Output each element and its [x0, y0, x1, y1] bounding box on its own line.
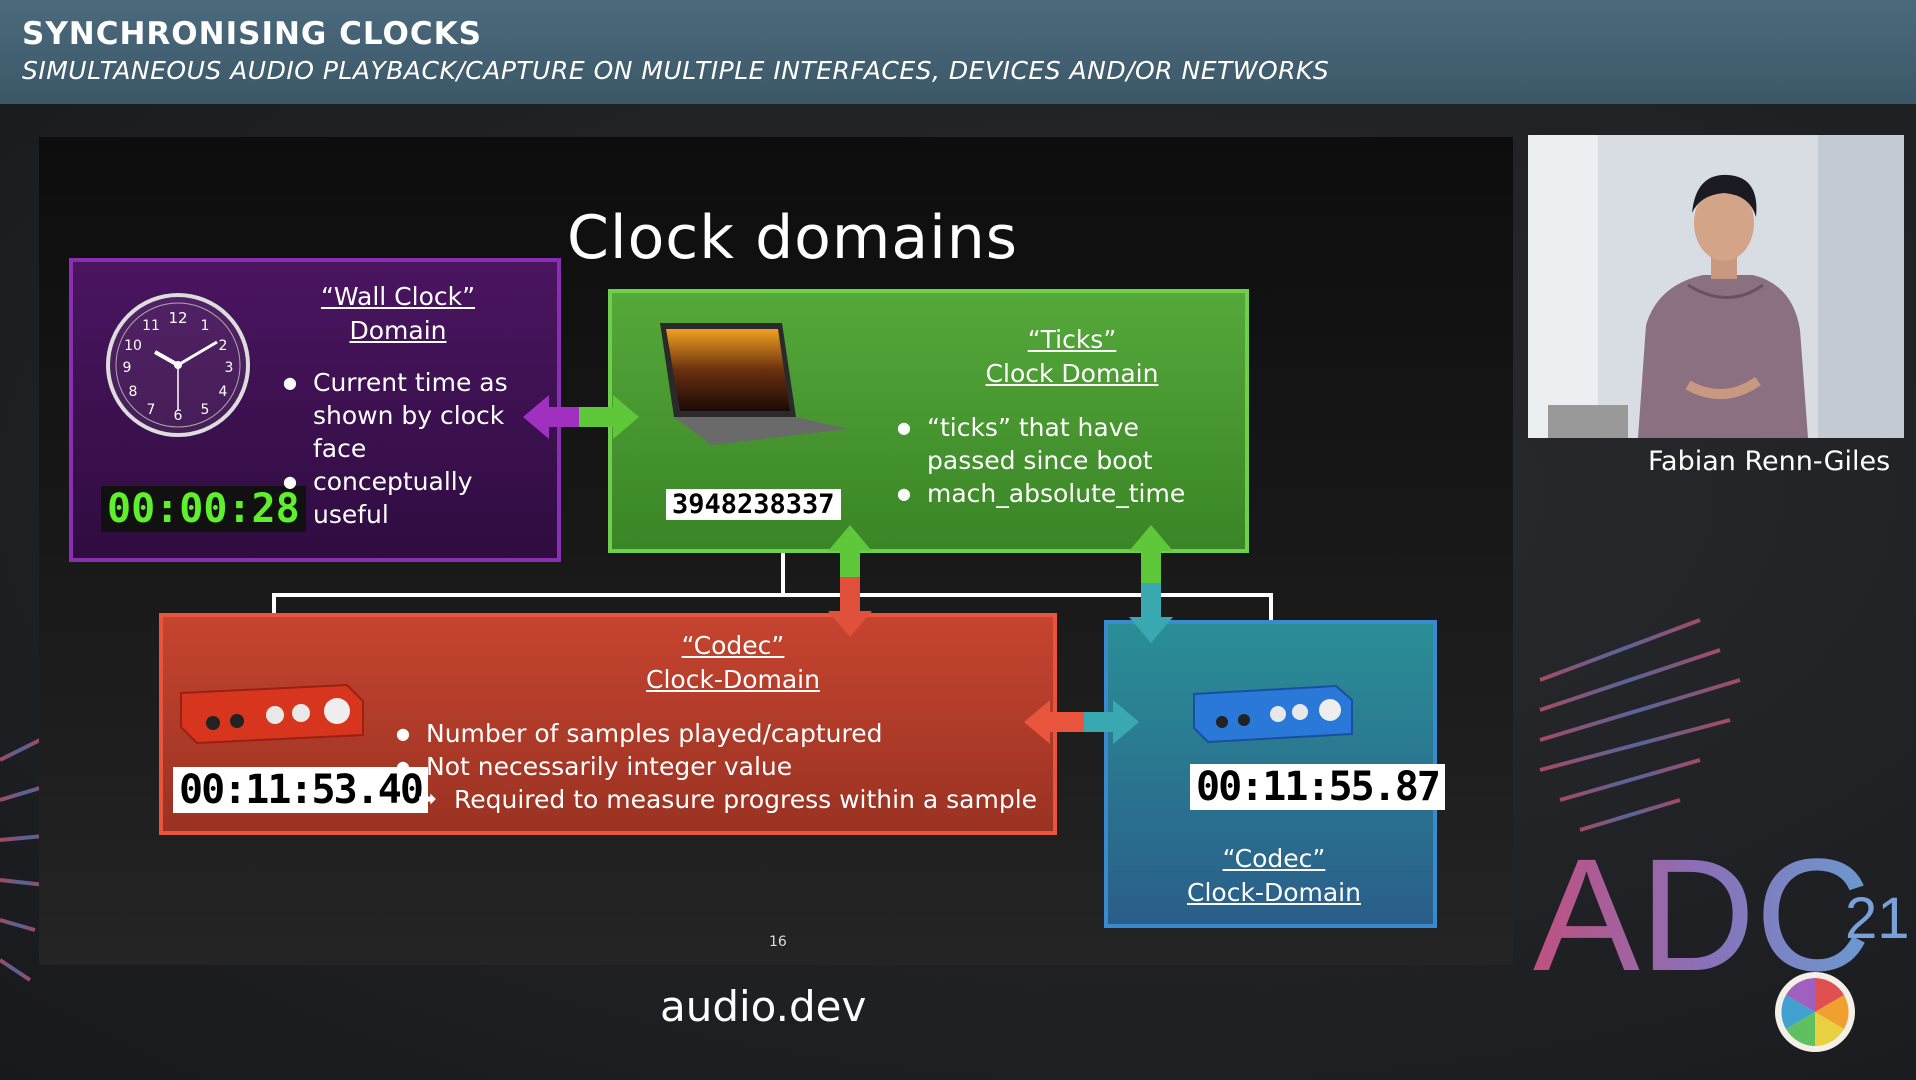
- wall-clock-title: “Wall Clock” Domain: [320, 282, 476, 345]
- speaker-video: [1528, 135, 1904, 438]
- talk-title: SYNCHRONISING CLOCKS: [22, 16, 483, 52]
- svg-text:5: 5: [201, 402, 210, 418]
- svg-text:7: 7: [147, 402, 156, 418]
- svg-text:6: 6: [174, 408, 183, 424]
- ticks-title: “Ticks” Clock Domain: [985, 325, 1159, 388]
- analog-clock-icon: 12 1 2 3 4 5 6 7 8 9 10 11: [106, 293, 250, 437]
- codec-red-counter-display: 00:11:53.40: [173, 767, 428, 813]
- list-item: Number of samples played/captured: [396, 717, 1056, 750]
- slide-title: Clock domains: [567, 203, 1019, 273]
- ticks-domain-box: 3948238337 “Ticks” Clock Domain “ticks” …: [608, 289, 1249, 553]
- speaker-photo: [1528, 135, 1904, 438]
- list-item: Current time as shown by clock face: [283, 366, 513, 465]
- audio-interface-icon: [180, 683, 364, 745]
- svg-text:10: 10: [124, 338, 142, 354]
- clock-num: 12: [168, 309, 187, 327]
- arrow-right-icon: [579, 395, 639, 439]
- waveform-decoration: [0, 618, 1741, 1080]
- svg-text:8: 8: [129, 384, 138, 400]
- svg-text:9: 9: [123, 360, 132, 376]
- codec-red-bullets: Number of samples played/captured Not ne…: [396, 717, 1056, 816]
- audio-interface-icon: [1193, 684, 1353, 744]
- site-url: audio.dev: [660, 982, 867, 1031]
- ticks-counter-display: 3948238337: [666, 489, 841, 520]
- adc-logo-year: 21: [1845, 886, 1910, 951]
- arrow-up-icon: [1129, 525, 1173, 583]
- list-item: Not necessarily integer value: [396, 750, 1056, 783]
- svg-text:3: 3: [225, 360, 234, 376]
- ticks-bullets: “ticks” that have passed since boot mach…: [897, 411, 1227, 510]
- adc-logo: ADC 21: [1533, 825, 1910, 1052]
- svg-text:4: 4: [219, 384, 228, 400]
- presentation-slide: Clock domains 12 1 2 3 4 5 6 7 8 9 10 11…: [39, 137, 1513, 965]
- svg-text:2: 2: [219, 338, 228, 354]
- talk-subtitle: SIMULTANEOUS AUDIO PLAYBACK/CAPTURE ON M…: [22, 56, 1330, 85]
- arrow-up-icon: [828, 525, 872, 577]
- wall-clock-bullets: Current time as shown by clock face conc…: [283, 366, 513, 531]
- wall-clock-domain-box: 12 1 2 3 4 5 6 7 8 9 10 11 00:00:28 “Wal…: [69, 258, 561, 562]
- arrow-right-icon: [1084, 700, 1139, 744]
- list-item-sub: Required to measure progress within a sa…: [396, 783, 1056, 816]
- video-header: SYNCHRONISING CLOCKS SIMULTANEOUS AUDIO …: [0, 0, 1916, 104]
- domain-arrows: [523, 395, 1173, 744]
- arrow-down-icon: [1129, 583, 1173, 643]
- svg-text:11: 11: [142, 318, 160, 334]
- codec-clock-domain-box-blue: 00:11:55.87 “Codec” Clock-Domain: [1104, 620, 1445, 928]
- list-item: mach_absolute_time: [897, 477, 1227, 510]
- wall-clock-time-display: 00:00:28: [101, 486, 306, 532]
- codec-red-title: “Codec” Clock-Domain: [646, 631, 820, 694]
- arrow-left-icon: [1024, 700, 1084, 744]
- arrow-down-icon: [828, 577, 872, 637]
- arrow-left-icon: [523, 395, 579, 439]
- list-item: “ticks” that have passed since boot: [897, 411, 1227, 477]
- slide-page-number: 16: [769, 934, 787, 950]
- laptop-icon: [660, 323, 848, 445]
- codec-blue-counter-display: 00:11:55.87: [1190, 764, 1445, 810]
- codec-clock-domain-box-red: 00:11:53.40 “Codec” Clock-Domain Number …: [159, 613, 1057, 835]
- codec-blue-title: “Codec” Clock-Domain: [1187, 844, 1361, 907]
- speaker-name: Fabian Renn-Giles: [1648, 446, 1891, 477]
- svg-text:1: 1: [201, 318, 210, 334]
- list-item: conceptually useful: [283, 465, 513, 531]
